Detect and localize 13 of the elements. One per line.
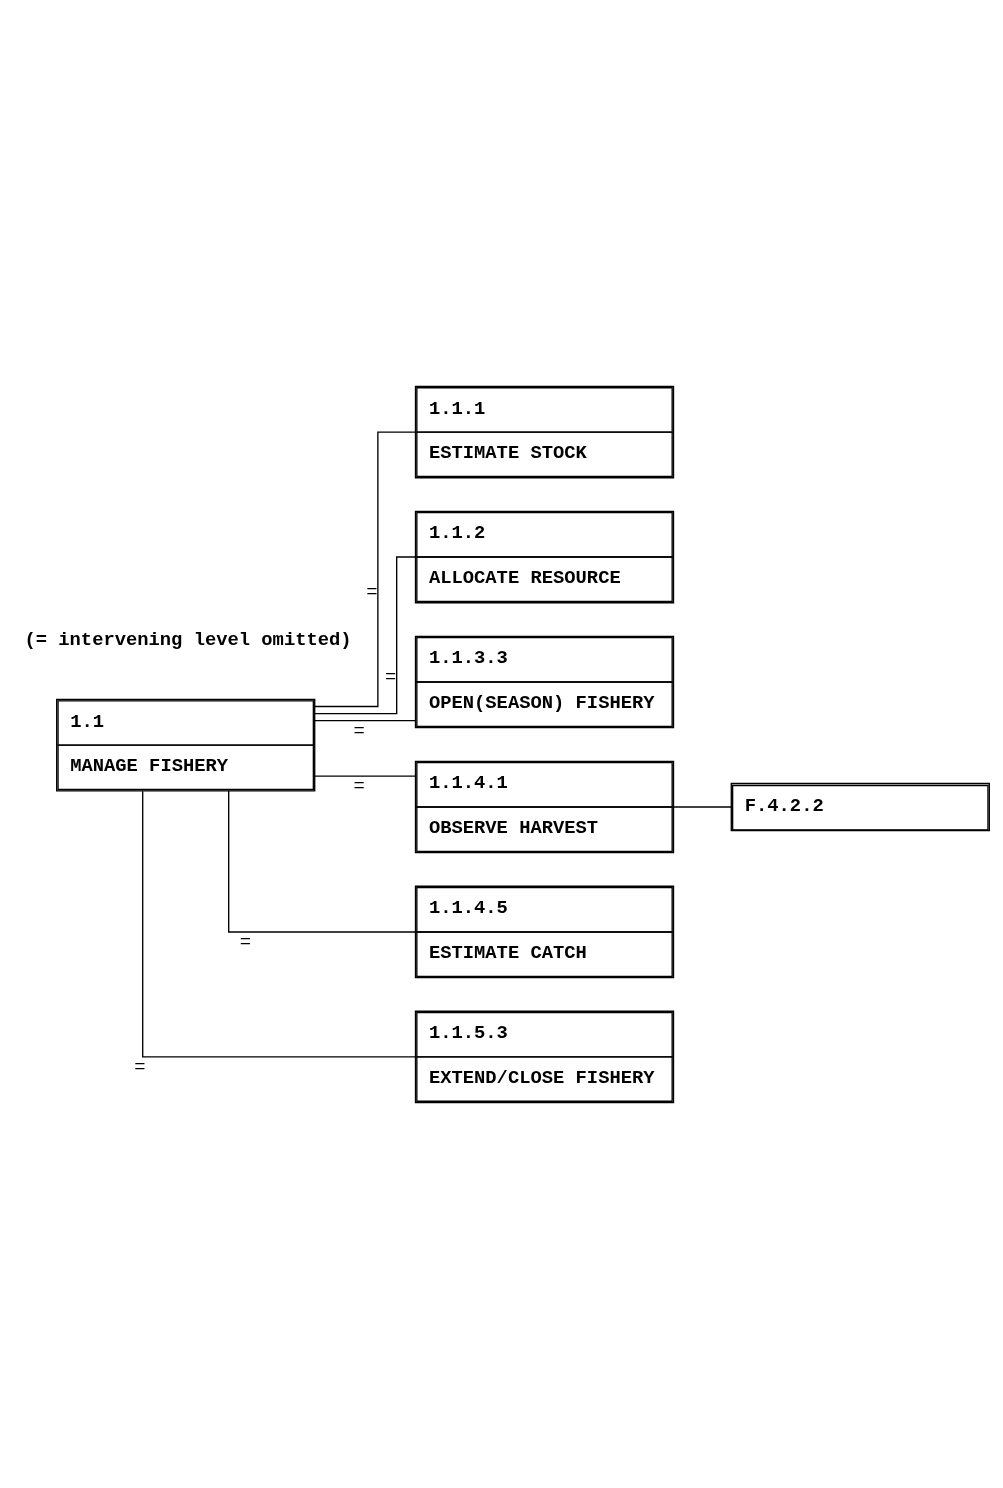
- edge-label: =: [353, 719, 365, 742]
- edge-label: =: [239, 930, 251, 953]
- connector: [314, 430, 416, 707]
- label: (= intervening level omitted): [24, 628, 352, 651]
- connector: [314, 719, 417, 721]
- edge-label: =: [366, 580, 378, 603]
- connector: [228, 789, 416, 933]
- connector: [314, 774, 417, 777]
- edge-label: =: [385, 665, 397, 688]
- edge-label: =: [353, 774, 365, 797]
- connector: [673, 805, 732, 808]
- edge-label: =: [134, 1055, 146, 1078]
- connector: [142, 790, 416, 1058]
